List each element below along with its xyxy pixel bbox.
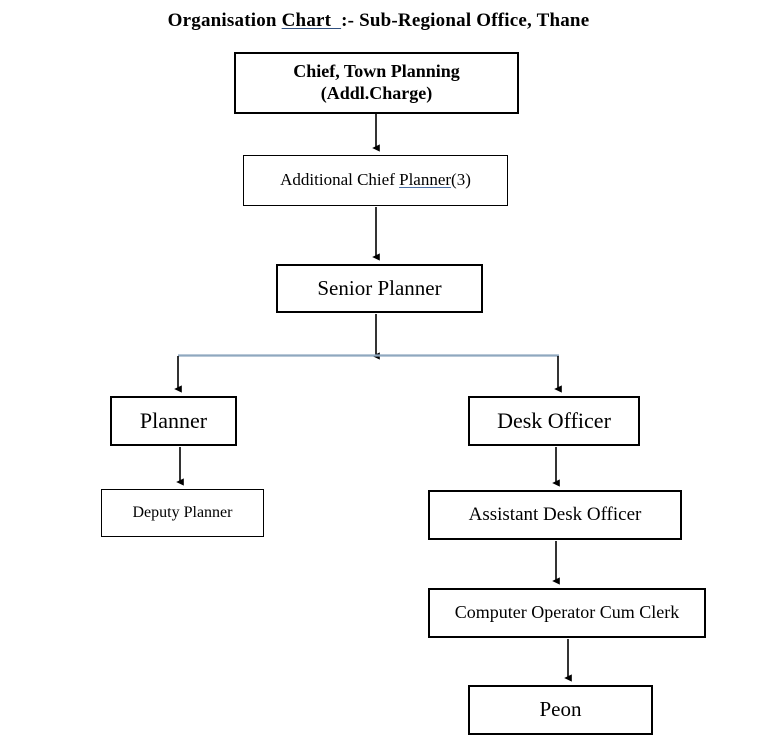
chart-title-trail: :- Sub-Regional Office, Thane [341,10,590,31]
chart-title: Organisation Chart :- Sub-Regional Offic… [0,10,757,32]
org-node-chief-town-planning[interactable]: Chief, Town Planning (Addl.Charge) [234,52,519,114]
org-node-computer-operator-cum-clerk[interactable]: Computer Operator Cum Clerk [428,588,706,638]
org-node-planner[interactable]: Planner [110,396,237,446]
org-node-label: Senior Planner [317,275,442,300]
chart-title-underlined-word: Chart [281,10,342,31]
org-node-peon[interactable]: Peon [468,685,653,735]
org-node-label: Peon [539,697,582,722]
org-node-label: Deputy Planner [132,504,233,522]
org-node-label: Desk Officer [497,407,611,433]
org-node-label: Computer Operator Cum Clerk [454,602,680,623]
org-node-assistant-desk-officer[interactable]: Assistant Desk Officer [428,490,682,540]
org-node-label: Planner [139,407,208,433]
org-node-label: Assistant Desk Officer [468,504,642,526]
org-node-desk-officer[interactable]: Desk Officer [468,396,640,446]
org-node-deputy-planner[interactable]: Deputy Planner [101,489,264,537]
org-node-label-underlined: Planner [399,170,452,190]
chart-title-lead: Organisation [167,10,282,31]
org-node-label-suffix: (3) [451,170,471,190]
org-node-senior-planner[interactable]: Senior Planner [276,264,483,313]
org-node-label-prefix: Additional Chief [280,170,400,190]
org-node-label: Additional Chief Planner(3) [280,170,471,191]
org-node-additional-chief-planner[interactable]: Additional Chief Planner(3) [243,155,508,206]
org-node-label: Chief, Town Planning (Addl.Charge) [293,61,460,103]
